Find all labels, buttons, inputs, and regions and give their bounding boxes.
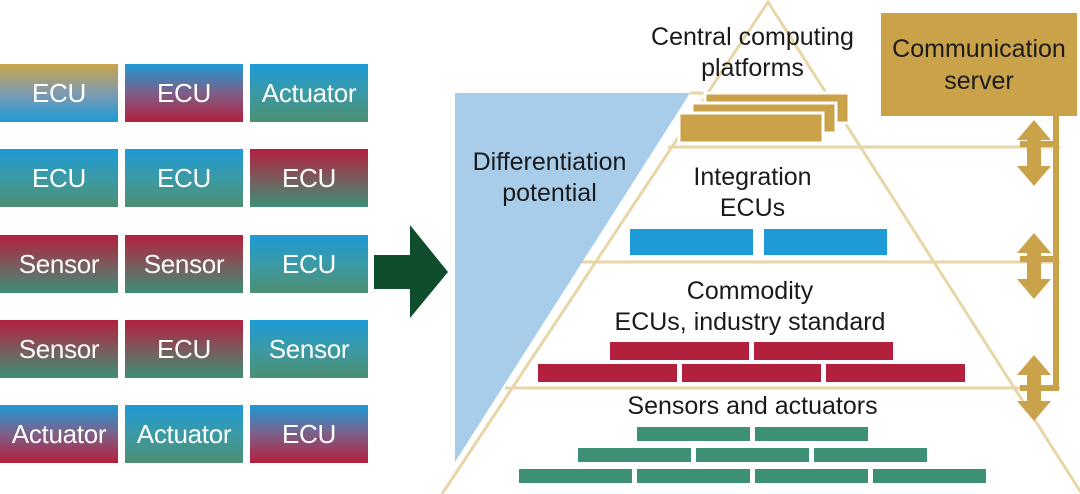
- commodity-ecu-bricks: [538, 342, 965, 382]
- double-arrow-icon-3: [1017, 355, 1051, 421]
- central-platform-stack: [677, 91, 851, 145]
- integration-ecu-blocks: [630, 229, 887, 255]
- grid-tile: ECU: [125, 149, 243, 207]
- grid-tile: Sensor: [0, 320, 118, 378]
- differentiation-triangle: [455, 93, 690, 462]
- grid-tile: ECU: [0, 149, 118, 207]
- grid-tile: ECU: [125, 64, 243, 122]
- grid-tile: ECU: [125, 320, 243, 378]
- grid-tile: ECU: [250, 149, 368, 207]
- grid-tile: Actuator: [250, 64, 368, 122]
- sensors-label: Sensors and actuators: [627, 392, 878, 420]
- grid-tile: ECU: [250, 405, 368, 463]
- double-arrow-icon-2: [1017, 233, 1051, 299]
- watermark-logo: [936, 443, 1076, 489]
- grid-tile: Sensor: [0, 235, 118, 293]
- grid-tile: ECU: [250, 235, 368, 293]
- grid-tile: Actuator: [125, 405, 243, 463]
- sensor-actuator-bricks: [519, 427, 986, 483]
- grid-tile: Sensor: [125, 235, 243, 293]
- grid-tile: Sensor: [250, 320, 368, 378]
- grid-tile: Actuator: [0, 405, 118, 463]
- transition-arrow-icon: [374, 225, 448, 318]
- double-arrow-icon-1: [1017, 120, 1051, 186]
- grid-tile: ECU: [0, 64, 118, 122]
